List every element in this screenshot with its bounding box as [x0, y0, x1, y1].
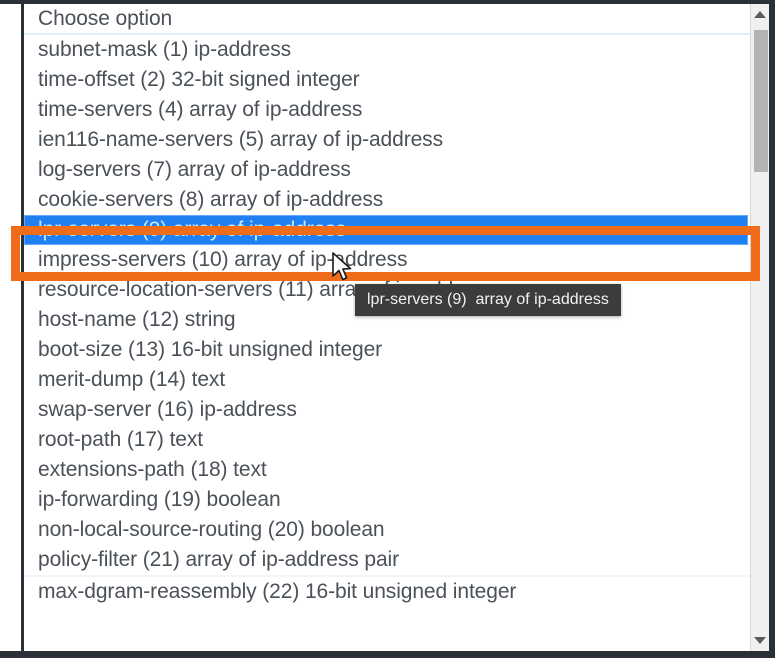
window-left-border	[21, 0, 24, 658]
arrow-pointer-icon	[331, 252, 353, 284]
option-item-placeholder[interactable]: Choose option	[24, 4, 750, 35]
option-item-root-path[interactable]: root-path (17) text	[38, 428, 204, 451]
option-item-policy-filter[interactable]: policy-filter (21) array of ip-address p…	[38, 548, 399, 571]
option-item-time-servers[interactable]: time-servers (4) array of ip-address	[38, 98, 363, 121]
option-item-time-offset[interactable]: time-offset (2) 32-bit signed integer	[38, 68, 360, 91]
triangle-down-icon	[754, 637, 766, 644]
scrollbar-thumb[interactable]	[754, 30, 768, 172]
option-item-swap-server[interactable]: swap-server (16) ip-address	[38, 398, 297, 421]
option-item-cookie-servers[interactable]: cookie-servers (8) array of ip-address	[38, 188, 384, 211]
option-item-log-servers[interactable]: log-servers (7) array of ip-address	[38, 158, 351, 181]
window-bottom-border	[0, 651, 775, 658]
scroll-up-button[interactable]	[751, 6, 769, 23]
scroll-down-button[interactable]	[751, 632, 769, 649]
window-left-padding	[0, 0, 21, 658]
option-item-lpr-servers[interactable]: lpr-servers (9) array of ip-address	[24, 215, 748, 245]
option-item-ip-forwarding[interactable]: ip-forwarding (19) boolean	[38, 488, 281, 511]
option-item-host-name[interactable]: host-name (12) string	[38, 308, 236, 331]
option-item-subnet-mask[interactable]: subnet-mask (1) ip-address	[38, 38, 291, 61]
option-item-non-local-source-routing[interactable]: non-local-source-routing (20) boolean	[38, 518, 385, 541]
option-item-extensions-path[interactable]: extensions-path (18) text	[38, 458, 267, 481]
option-item-max-dgram-reassembly[interactable]: max-dgram-reassembly (22) 16-bit unsigne…	[24, 575, 750, 607]
vertical-scrollbar[interactable]	[750, 4, 769, 651]
option-item-merit-dump[interactable]: merit-dump (14) text	[38, 368, 226, 391]
window-top-border	[0, 0, 775, 4]
option-tooltip: lpr-servers (9) array of ip-address	[355, 284, 621, 316]
option-item-boot-size[interactable]: boot-size (13) 16-bit unsigned integer	[38, 338, 383, 361]
triangle-up-icon	[754, 11, 766, 18]
option-item-ien116-name-servers[interactable]: ien116-name-servers (5) array of ip-addr…	[38, 128, 443, 151]
window-right-border	[769, 0, 775, 658]
option-list[interactable]: Choose option subnet-mask (1) ip-address…	[24, 4, 750, 651]
option-item-impress-servers[interactable]: impress-servers (10) array of ip-address	[38, 248, 408, 271]
